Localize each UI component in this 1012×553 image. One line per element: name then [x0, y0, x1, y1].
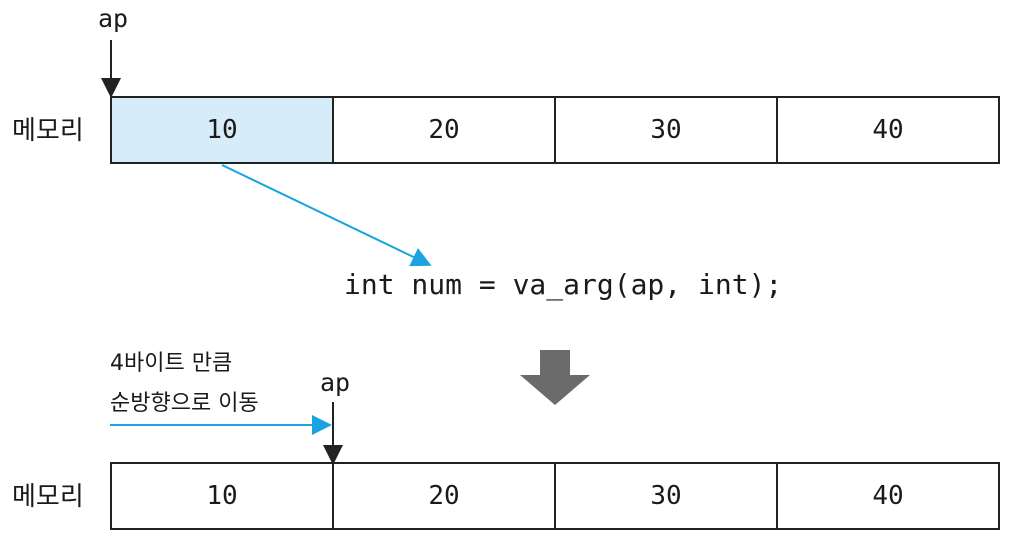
bottom-ap-label: ap — [320, 368, 351, 397]
top-memory-row: 10 20 30 40 — [110, 96, 1000, 164]
transition-down-arrow — [520, 350, 590, 405]
bottom-cell-0: 10 — [110, 462, 334, 530]
top-cell-2: 30 — [554, 96, 778, 164]
top-cell-3: 40 — [776, 96, 1000, 164]
move-note-line2: 순방향으로 이동 — [110, 391, 259, 416]
top-ap-label: ap — [98, 4, 129, 33]
top-memory-label: 메모리 — [12, 116, 84, 146]
top-cell-0: 10 — [110, 96, 334, 164]
move-note-line1: 4바이트 만큼 — [110, 351, 233, 376]
code-line: int num = va_arg(ap, int); — [344, 268, 783, 301]
bottom-cell-1: 20 — [332, 462, 556, 530]
bottom-cell-2: 30 — [554, 462, 778, 530]
bottom-memory-label: 메모리 — [12, 482, 84, 512]
bottom-memory-row: 10 20 30 40 — [110, 462, 1000, 530]
bottom-cell-3: 40 — [776, 462, 1000, 530]
top-cell-1: 20 — [332, 96, 556, 164]
value-read-arrow — [221, 164, 432, 267]
